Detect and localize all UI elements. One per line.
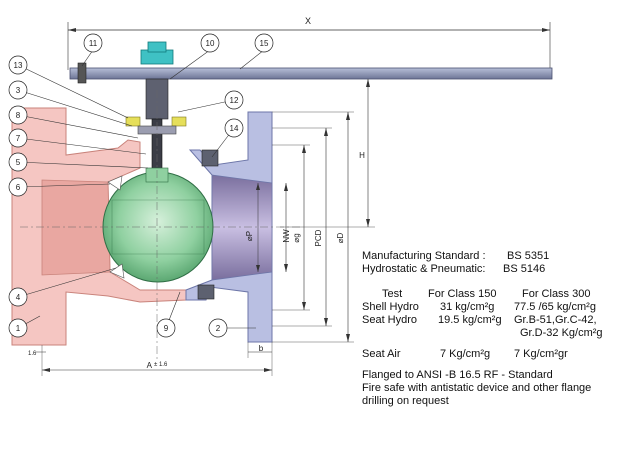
svg-text:4: 4: [16, 293, 21, 302]
dimension-nw-label: NW: [282, 229, 291, 243]
table-cell: Shell Hydro: [362, 301, 419, 313]
ball-bore: [111, 199, 205, 255]
body-left-bore: [41, 179, 111, 276]
note-text: drilling on request: [362, 395, 449, 407]
note-text: Flanged to ANSI -B 16.5 RF - Standard: [362, 369, 553, 381]
dimension-a-label: A: [147, 361, 153, 370]
body-bolt-lower: [197, 284, 215, 300]
lever-grip-screw: [77, 62, 87, 84]
note-line: drilling on request: [362, 395, 617, 408]
dimension-g: ⌀g: [272, 144, 310, 311]
dimension-d: ⌀D: [272, 111, 354, 343]
dimension-x-label: X: [305, 16, 311, 26]
dimension-a: A ± 1.6: [41, 342, 273, 376]
callout-4: 4: [8, 287, 28, 307]
svg-text:2: 2: [216, 324, 221, 333]
manufacturing-standard-label: Manufacturing Standard :: [362, 250, 486, 262]
svg-text:3: 3: [16, 86, 21, 95]
table-cell: 7 Kg/cm²gr: [514, 348, 568, 360]
note-line: Flanged to ANSI -B 16.5 RF - Standard: [362, 369, 617, 382]
callout-15: 15: [254, 33, 274, 53]
seat-left: [107, 175, 123, 191]
callout-1: 1: [8, 318, 28, 338]
dimension-pcd: PCD: [272, 127, 332, 327]
table-row: Shell Hydro 31 kg/cm²g 77.5 /65 kg/cm²g: [362, 301, 617, 314]
dimension-h-label: H: [359, 151, 365, 160]
seat-air-row: Seat Air 7 Kg/cm²g 7 Kg/cm²gr: [362, 348, 617, 361]
dimension-b: b: [247, 342, 272, 358]
svg-text:1: 1: [16, 324, 21, 333]
table-row: Seat Hydro 19.5 kg/cm²g Gr.B-51,Gr.C-42,: [362, 314, 617, 327]
table-cell: Gr.D-32 Kg/cm²g: [520, 327, 603, 339]
dimension-g-label: ⌀g: [292, 233, 301, 242]
callout-6: 6: [8, 177, 28, 197]
callout-5: 5: [8, 152, 28, 172]
callout-10: 10: [200, 33, 220, 53]
body-right-bore: [211, 174, 273, 281]
dimension-pcd-label: PCD: [314, 229, 323, 246]
note-text: Fire safe with antistatic device and oth…: [362, 382, 592, 394]
dimension-h: H: [280, 79, 375, 228]
table-cell: 7 Kg/cm²g: [440, 348, 491, 360]
svg-text:9: 9: [164, 324, 169, 333]
table-cell: Gr.B-51,Gr.C-42,: [514, 314, 597, 326]
callout-14: 14: [224, 118, 244, 138]
test-table-header: Test For Class 150 For Class 300: [362, 288, 617, 301]
table-cell: Seat Hydro: [362, 314, 418, 326]
hydrostatic-value: BS 5146: [503, 263, 546, 275]
specifications-block: Manufacturing Standard : BS 5351 Hydrost…: [362, 250, 617, 408]
callout-12: 12: [224, 90, 244, 110]
svg-text:6: 6: [16, 183, 21, 192]
dimension-p: ⌀P: [245, 183, 260, 272]
callout-8: 8: [8, 105, 28, 125]
svg-text:10: 10: [206, 39, 215, 48]
test-header: Test: [382, 288, 403, 300]
dimension-p-label: ⌀P: [245, 231, 254, 241]
note-line: Fire safe with antistatic device and oth…: [362, 382, 617, 395]
svg-text:8: 8: [16, 111, 21, 120]
dimension-a-tolerance: ± 1.6: [154, 362, 168, 368]
table-cell: 77.5 /65 kg/cm²g: [514, 301, 596, 313]
table-cell: 31 kg/cm²g: [440, 301, 495, 313]
hydrostatic-label: Hydrostatic & Pneumatic:: [362, 263, 486, 275]
class300-header: For Class 300: [522, 288, 591, 300]
callout-7: 7: [8, 128, 28, 148]
svg-text:7: 7: [16, 134, 21, 143]
lever-handle: [69, 67, 553, 80]
dimension-nw: NW: [282, 183, 291, 272]
manufacturing-standard-row: Manufacturing Standard : BS 5351: [362, 250, 617, 263]
table-cell: 19.5 kg/cm²g: [438, 314, 502, 326]
table-row-continuation: Gr.D-32 Kg/cm²g: [362, 327, 617, 340]
dimension-d-label: ⌀D: [336, 232, 345, 243]
callout-leaders: [17, 49, 265, 329]
callout-2: 2: [208, 318, 228, 338]
table-cell: Seat Air: [362, 348, 401, 360]
callout-3: 3: [8, 80, 28, 100]
svg-text:14: 14: [230, 124, 239, 133]
dimension-flange-offset: 1.6: [28, 351, 46, 357]
dimension-offset-label: 1.6: [28, 351, 37, 357]
callout-9: 9: [156, 318, 176, 338]
callout-13: 13: [8, 55, 28, 75]
svg-text:5: 5: [16, 158, 21, 167]
svg-text:11: 11: [89, 39, 98, 48]
hydrostatic-row: Hydrostatic & Pneumatic: BS 5146: [362, 263, 617, 276]
dimension-b-label: b: [259, 344, 264, 353]
svg-text:13: 13: [14, 61, 23, 70]
dimension-x: X: [67, 16, 551, 70]
callout-11: 11: [83, 33, 103, 53]
class150-header: For Class 150: [428, 288, 497, 300]
svg-text:15: 15: [260, 39, 269, 48]
manufacturing-standard-value: BS 5351: [507, 250, 550, 262]
svg-text:12: 12: [230, 96, 239, 105]
